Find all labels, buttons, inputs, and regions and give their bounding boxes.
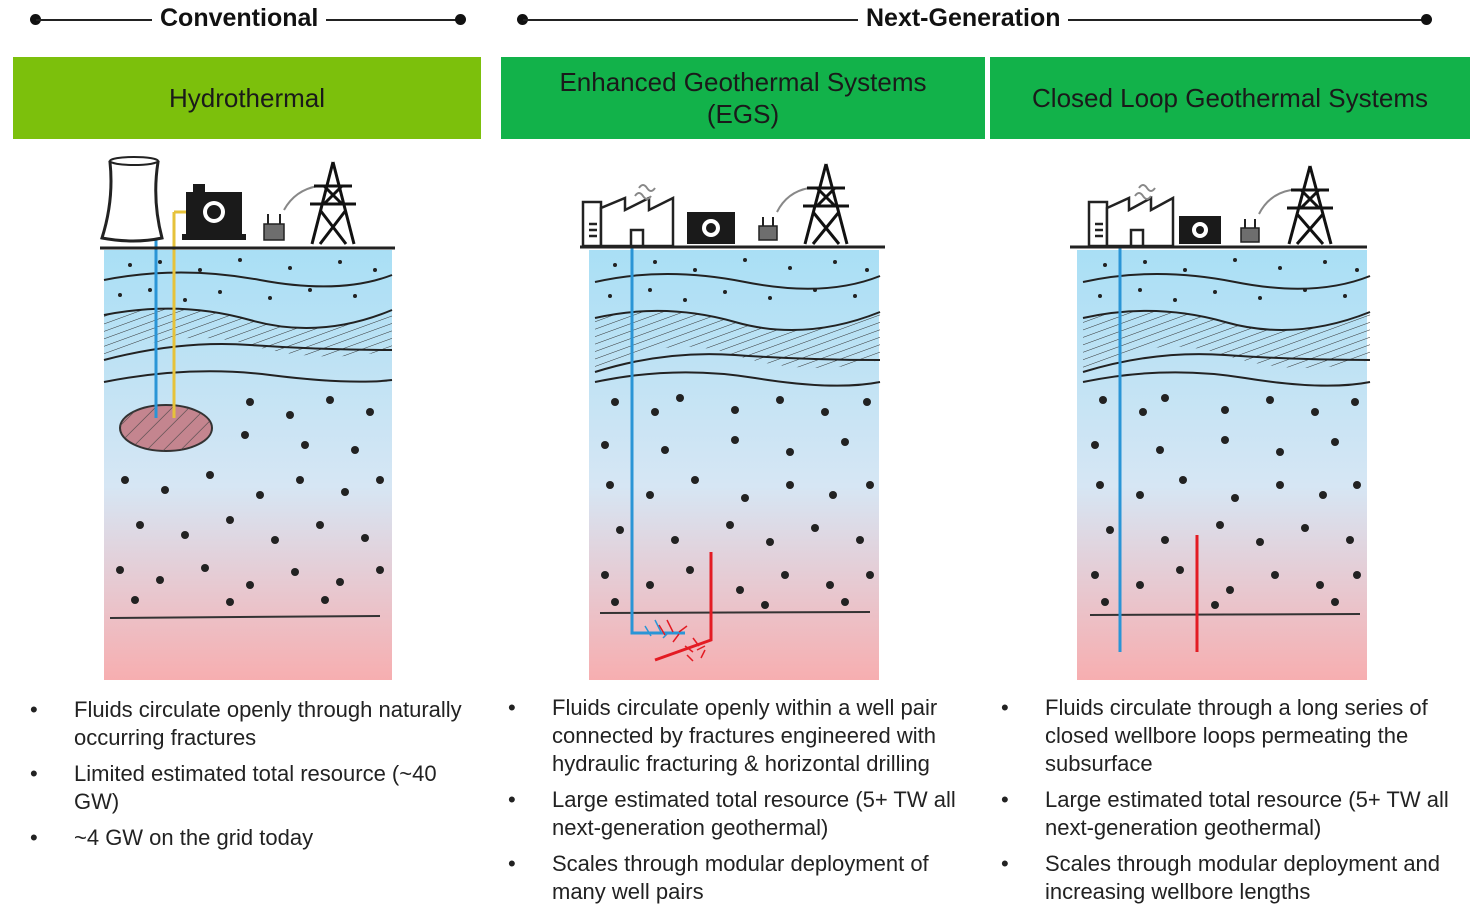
bullet-item: ~4 GW on the grid today bbox=[28, 824, 478, 852]
bullet-item: Large estimated total resource (5+ TW al… bbox=[999, 786, 1468, 842]
egs-bullets: Fluids circulate openly within a well pa… bbox=[506, 694, 982, 914]
bar-endpoint bbox=[30, 14, 41, 25]
bullet-item: Limited estimated total resource (~40 GW… bbox=[28, 760, 478, 816]
power-plant-icon bbox=[1087, 184, 1175, 248]
hydrothermal-bullets: Fluids circulate openly through naturall… bbox=[28, 696, 478, 860]
transmission-tower-icon bbox=[310, 161, 356, 245]
bullet-item: Scales through modular deployment of man… bbox=[506, 850, 982, 906]
bullet-item: Fluids circulate openly within a well pa… bbox=[506, 694, 982, 778]
bullet-item: Fluids circulate through a long series o… bbox=[999, 694, 1468, 778]
hydrothermal-diagram bbox=[100, 156, 395, 680]
power-plant-icon bbox=[581, 184, 675, 248]
bullet-item: Scales through modular deployment and in… bbox=[999, 850, 1468, 906]
header-egs: Enhanced Geothermal Systems (EGS) bbox=[501, 57, 985, 139]
subsurface bbox=[103, 250, 393, 680]
conventional-label: Conventional bbox=[152, 4, 327, 33]
bar-endpoint bbox=[517, 14, 528, 25]
subsurface bbox=[1077, 250, 1371, 680]
bullet-item: Fluids circulate openly through naturall… bbox=[28, 696, 478, 752]
next-generation-label: Next-Generation bbox=[858, 4, 1069, 33]
transmission-tower-icon bbox=[1287, 165, 1333, 245]
transmission-tower-icon bbox=[803, 163, 849, 245]
generator-icon bbox=[182, 184, 246, 240]
transformer-icon bbox=[1240, 189, 1292, 243]
fractures-icon bbox=[658, 619, 706, 662]
cooling-tower-icon bbox=[100, 156, 164, 243]
generator-icon bbox=[1179, 216, 1221, 244]
closed-loop-bullets: Fluids circulate through a long series o… bbox=[999, 694, 1468, 914]
closed-loop-diagram bbox=[1070, 165, 1371, 680]
header-closed-loop: Closed Loop Geothermal Systems bbox=[990, 57, 1470, 139]
bullet-item: Large estimated total resource (5+ TW al… bbox=[506, 786, 982, 842]
header-title: Hydrothermal bbox=[168, 83, 326, 113]
header-title: Enhanced Geothermal Systems (EGS) bbox=[559, 67, 927, 129]
bar-endpoint bbox=[455, 14, 466, 25]
generator-icon bbox=[687, 212, 735, 244]
transformer-icon bbox=[758, 187, 810, 241]
transformer-icon bbox=[263, 185, 319, 241]
subsurface bbox=[589, 250, 881, 680]
header-hydrothermal: Hydrothermal bbox=[13, 57, 481, 139]
egs-diagram bbox=[580, 163, 885, 680]
bar-endpoint bbox=[1421, 14, 1432, 25]
header-title: Closed Loop Geothermal Systems bbox=[1032, 83, 1428, 113]
